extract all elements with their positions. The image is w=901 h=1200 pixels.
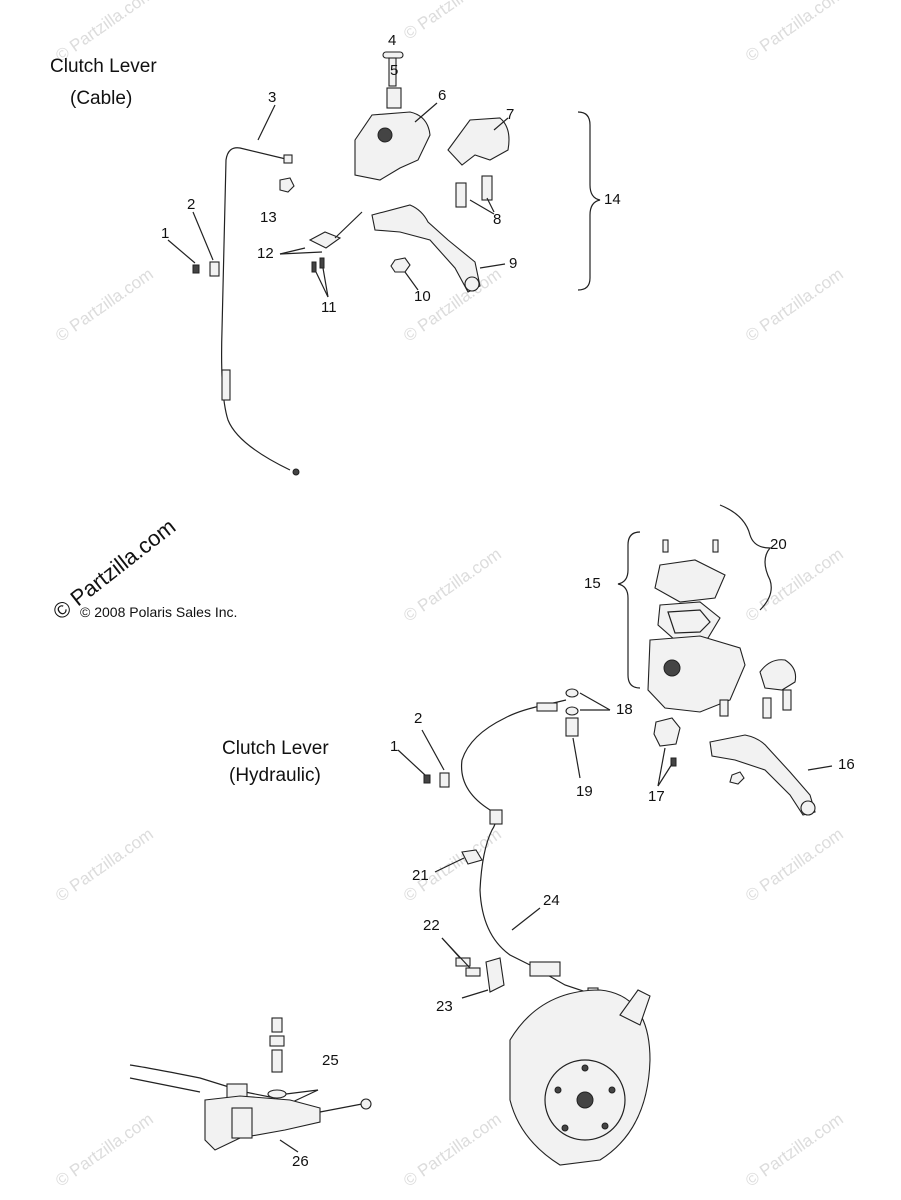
cable-section-subtitle: (Cable) <box>70 88 133 109</box>
callout-2: 2 <box>187 196 196 213</box>
callout-11: 11 <box>321 299 337 316</box>
callout-9: 9 <box>509 255 518 272</box>
callout-3: 3 <box>268 89 277 106</box>
copyright-notice: © 2008 Polaris Sales Inc. <box>80 604 238 620</box>
callout-18: 18 <box>616 701 633 718</box>
callout-12: 12 <box>257 245 274 262</box>
callout-6: 6 <box>438 87 447 104</box>
hydraulic-section-title: Clutch Lever <box>222 738 329 759</box>
callout-15: 15 <box>584 575 601 592</box>
callout-1-hydraulic: 1 <box>390 738 399 755</box>
callout-8: 8 <box>493 211 502 228</box>
callout-13: 13 <box>260 209 277 226</box>
callout-23: 23 <box>436 998 453 1015</box>
callout-22: 22 <box>423 917 440 934</box>
callout-10: 10 <box>414 288 431 305</box>
callout-20: 20 <box>770 536 787 553</box>
callout-7: 7 <box>506 106 515 123</box>
callout-25: 25 <box>322 1052 339 1069</box>
callout-2-hydraulic: 2 <box>414 710 423 727</box>
callout-24: 24 <box>543 892 560 909</box>
callout-17: 17 <box>648 788 665 805</box>
callout-26: 26 <box>292 1153 309 1170</box>
callout-14: 14 <box>604 191 621 208</box>
callout-21: 21 <box>412 867 429 884</box>
callout-16: 16 <box>838 756 855 773</box>
callout-4: 4 <box>388 32 397 49</box>
callout-1: 1 <box>161 225 170 242</box>
callout-19: 19 <box>576 783 593 800</box>
hydraulic-section-subtitle: (Hydraulic) <box>229 765 321 786</box>
callout-5: 5 <box>390 62 399 79</box>
cable-section-title: Clutch Lever <box>50 56 157 77</box>
